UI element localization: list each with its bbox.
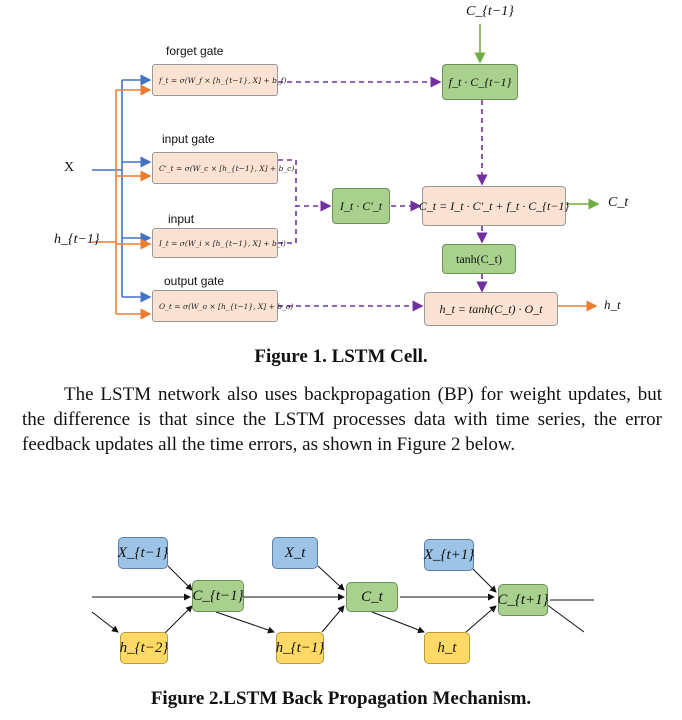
- c-node-t: C_t: [346, 582, 398, 612]
- output-gate-formula: O_t = σ(W_o × [h_{t−1}, X] + b_o): [159, 301, 294, 311]
- input-label: input: [168, 212, 195, 226]
- x-node-t: X_t: [272, 537, 318, 569]
- h-prev-label: h_{t−1}: [54, 232, 100, 247]
- c-prev-label: C_{t−1}: [466, 4, 514, 19]
- input-box: I_t = σ(W_i × [h_{t−1}, X] + b_i): [152, 228, 286, 258]
- input-formula: I_t = σ(W_i × [h_{t−1}, X] + b_i): [159, 238, 286, 248]
- x-input-label: X: [64, 160, 75, 175]
- ht-output-label: h_t: [604, 297, 621, 312]
- green-arrows: [474, 24, 600, 210]
- hidden-state-text: h_t = tanh(C_t) · O_t: [439, 301, 543, 316]
- ct-output-label: C_t: [608, 195, 629, 210]
- input-gate-formula: C'_t = σ(W_c × [h_{t−1}, X] + b_c): [159, 163, 295, 173]
- x-input-arrows: [92, 74, 152, 303]
- forget-gate-formula: f_t = σ(W_f × [h_{t−1}, X] + b_f): [159, 75, 287, 85]
- input-gate-box: C'_t = σ(W_c × [h_{t−1}, X] + b_c): [152, 152, 294, 184]
- cell-update-text: C_t = I_t · C'_t + f_t · C_{t−1}: [418, 198, 570, 213]
- c-node-t-minus-1: C_{t−1}: [192, 580, 244, 612]
- h-node-t-minus-1: h_{t−1}: [276, 632, 324, 664]
- input-product-box: I_t · C'_t: [332, 188, 390, 224]
- forget-product-text: f_t · C_{t−1}: [448, 74, 512, 89]
- input-gate-label: input gate: [162, 132, 215, 146]
- forget-gate-box: f_t = σ(W_f × [h_{t−1}, X] + b_f): [152, 64, 286, 96]
- output-gate-label: output gate: [164, 274, 225, 288]
- x-node-t-plus-1: X_{t+1}: [424, 539, 474, 571]
- output-gate-box: O_t = σ(W_o × [h_{t−1}, X] + b_o): [152, 290, 293, 322]
- h-node-t-minus-2: h_{t−2}: [120, 632, 168, 664]
- body-paragraph: The LSTM network also uses backpropagati…: [22, 384, 662, 455]
- tanh-box: tanh(C_t): [442, 244, 516, 274]
- cell-update-box: C_t = I_t · C'_t + f_t · C_{t−1}: [418, 186, 570, 226]
- forget-gate-label: forget gate: [166, 44, 224, 58]
- forget-product-box: f_t · C_{t−1}: [442, 64, 518, 100]
- input-product-text: I_t · C'_t: [339, 198, 383, 213]
- c-node-t-plus-1: C_{t+1}: [497, 584, 549, 616]
- h-node-t: h_t: [424, 632, 470, 664]
- tanh-text: tanh(C_t): [456, 251, 502, 266]
- internal-dashed-arrows: [278, 76, 488, 312]
- x-node-t-minus-1: X_{t−1}: [118, 537, 168, 569]
- h-prev-input-arrows: [92, 84, 152, 320]
- hidden-state-box: h_t = tanh(C_t) · O_t: [424, 292, 558, 326]
- figure-1-connectors: [92, 24, 600, 320]
- figure-2-caption: Figure 2.LSTM Back Propagation Mechanism…: [150, 688, 532, 709]
- figure-1-caption: Figure 1. LSTM Cell.: [254, 346, 428, 367]
